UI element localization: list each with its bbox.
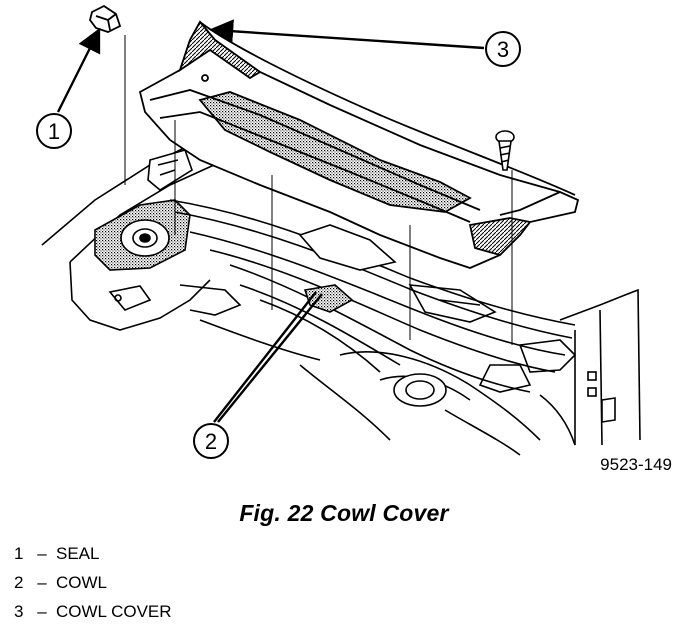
screw	[495, 130, 515, 171]
svg-text:2: 2	[205, 429, 217, 454]
seal-part	[89, 4, 122, 33]
part-code: 9523-149	[600, 455, 672, 474]
legend-number: 3	[14, 602, 24, 621]
callout-2: 2	[193, 423, 229, 459]
cowl-cover-part	[138, 20, 580, 269]
legend-item: 3–COWL COVER	[14, 597, 172, 626]
legend-number: 1	[14, 544, 24, 563]
svg-text:3: 3	[497, 37, 509, 62]
legend-item: 1–SEAL	[14, 539, 172, 568]
figure-caption: Fig. 22 Cowl Cover	[239, 500, 449, 526]
legend-label: COWL	[56, 573, 107, 592]
callout-3: 3	[485, 31, 521, 67]
legend-separator: –	[37, 573, 47, 592]
legend-item: 2–COWL	[14, 568, 172, 597]
legend-label: SEAL	[56, 544, 100, 563]
vehicle-body	[41, 127, 641, 456]
legend-separator: –	[37, 602, 47, 621]
legend-separator: –	[37, 544, 47, 563]
legend: 1–SEAL 2–COWL 3–COWL COVER	[14, 539, 172, 626]
alignment-lines	[124, 35, 513, 345]
cowl-cover-illustration: 1 3 2 9523-149	[36, 4, 672, 474]
svg-text:1: 1	[48, 119, 60, 144]
callout-1: 1	[36, 113, 72, 149]
legend-number: 2	[14, 573, 24, 592]
legend-label: COWL COVER	[56, 602, 172, 621]
leader-lines	[56, 19, 485, 423]
